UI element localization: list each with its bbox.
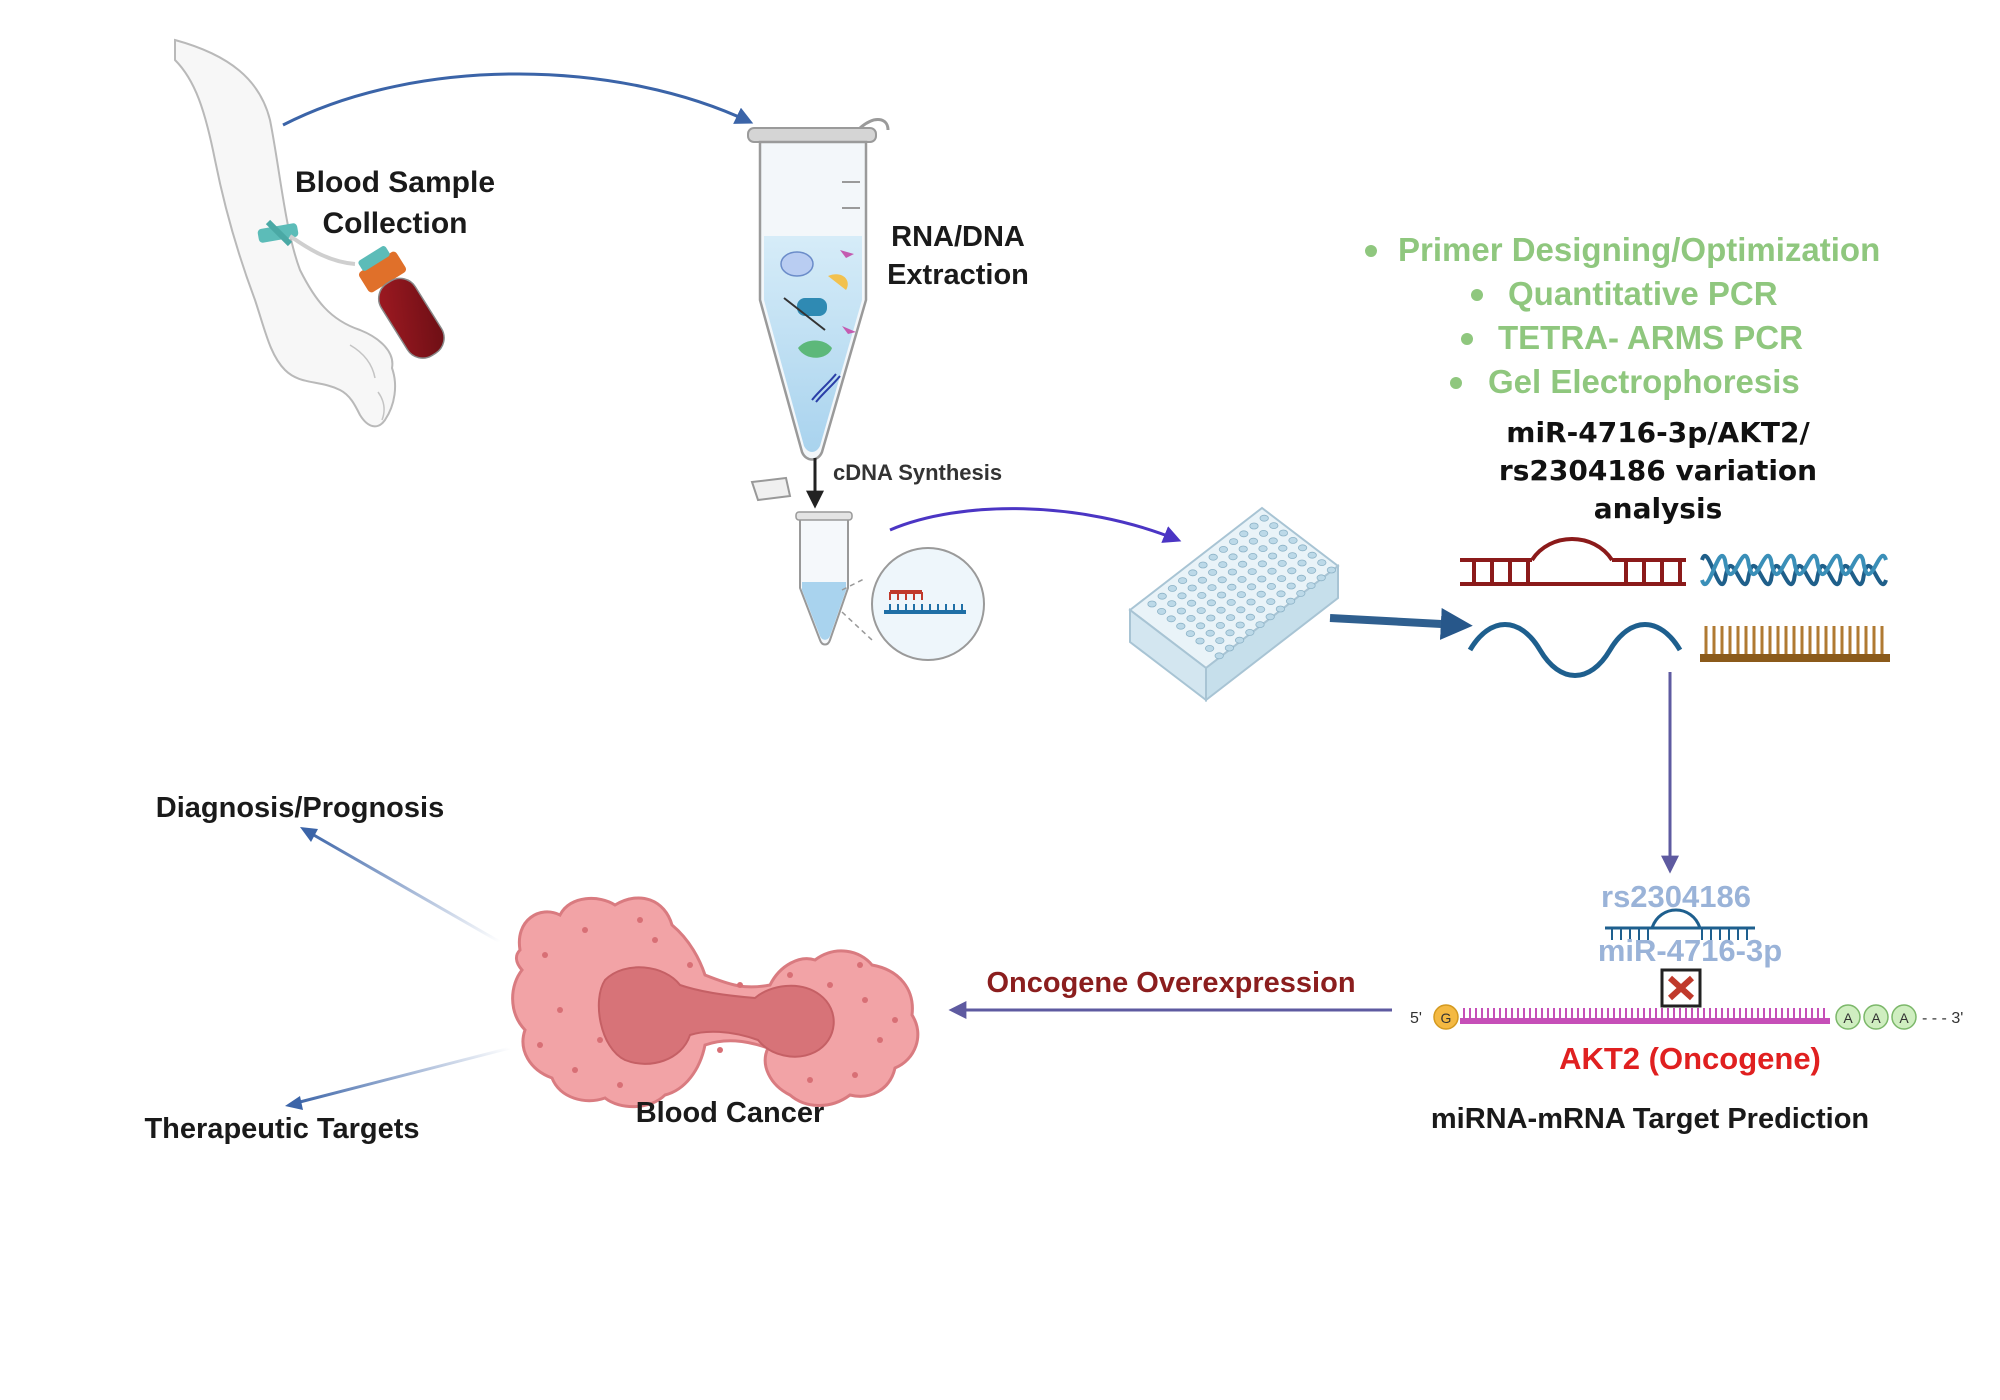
dna-strand-icons: [1460, 537, 1890, 678]
microcentrifuge-tube-icon: [747, 118, 890, 461]
arrow-collection-to-extraction: [282, 72, 754, 127]
arrow-cdna-to-plate: [889, 507, 1182, 543]
extraction-label-1: RNA/DNA: [891, 221, 1025, 253]
oncogene-overexpression-label: Oncogene Overexpression: [986, 967, 1355, 999]
pcr-plate-icon: [1128, 506, 1340, 703]
arrow-plate-to-analysis: [1329, 607, 1473, 640]
dividing-cancer-cell-icon: [511, 896, 920, 1109]
mrna-strand-icon: 5' G A A A - - - 3': [1410, 1004, 1963, 1030]
cap-label: G: [1441, 1010, 1452, 1026]
cdna-synthesis-label: cDNA Synthesis: [833, 460, 1002, 485]
five-prime-label: 5': [1410, 1010, 1422, 1027]
arm-with-syringe-icon: [174, 38, 445, 428]
arrow-to-therapeutic: [291, 1046, 511, 1106]
analysis-label-1: miR-4716-3p/AKT2/: [1506, 416, 1810, 449]
pcr-tube-icon: [750, 476, 853, 646]
cdna-magnifier-icon: [841, 547, 985, 661]
blood-sample-label-2: Collection: [322, 207, 467, 240]
blocked-binding-icon: [1660, 968, 1702, 1008]
mirna-label: miR-4716-3p: [1598, 933, 1782, 968]
method-item-3: TETRA- ARMS PCR: [1498, 319, 1803, 356]
extraction-label-2: Extraction: [887, 259, 1029, 291]
method-item-4: Gel Electrophoresis: [1488, 363, 1800, 400]
analysis-label-2: rs2304186 variation: [1499, 454, 1817, 487]
akt2-label: AKT2 (Oncogene): [1559, 1041, 1821, 1076]
arrow-to-therapeutic-head: [285, 1096, 303, 1110]
method-item-2: Quantitative PCR: [1508, 275, 1778, 312]
poly-a-1: A: [1843, 1010, 1853, 1026]
blood-cancer-label: Blood Cancer: [636, 1097, 825, 1129]
snp-label: rs2304186: [1601, 879, 1751, 914]
analysis-label-3: analysis: [1594, 492, 1723, 525]
arrow-to-diagnosis-head: [300, 827, 318, 842]
methods-list: Primer Designing/Optimization Quantitati…: [1365, 231, 1880, 400]
three-prime-label: - - - 3': [1922, 1010, 1963, 1027]
diagnosis-label: Diagnosis/Prognosis: [156, 792, 444, 824]
poly-a-2: A: [1871, 1010, 1881, 1026]
mirna-binding-icon: [1605, 908, 1755, 940]
therapeutic-label: Therapeutic Targets: [144, 1113, 419, 1145]
method-item-1: Primer Designing/Optimization: [1398, 231, 1880, 268]
arrow-to-diagnosis: [304, 828, 501, 944]
poly-a-3: A: [1899, 1010, 1909, 1026]
blood-sample-label-1: Blood Sample: [295, 166, 495, 199]
target-prediction-label: miRNA-mRNA Target Prediction: [1431, 1103, 1869, 1135]
